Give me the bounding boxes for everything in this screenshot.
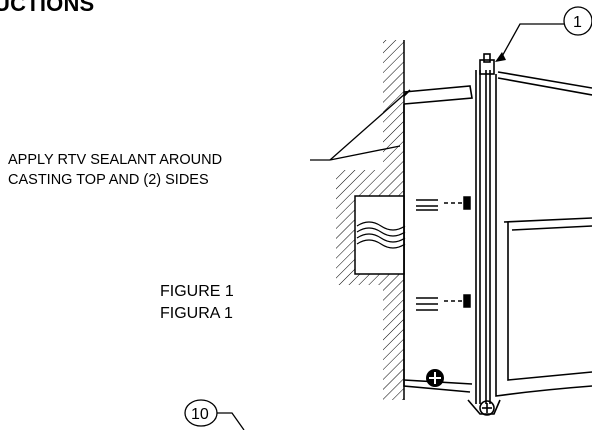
- figure-caption-english: FIGURE 1: [160, 283, 234, 300]
- enclosure-housing: [403, 53, 592, 416]
- part-10-badge: 10: [184, 399, 245, 430]
- sealant-callout-line-2: CASTING TOP AND (2) SIDES: [8, 172, 209, 188]
- wall-recess: [336, 170, 406, 285]
- ground-screw-icon: [426, 369, 444, 387]
- sealant-callout-line-1: APPLY RTV SEALANT AROUND: [8, 152, 223, 168]
- part-1-badge: 1: [495, 6, 592, 62]
- sealant-leader-lines: [310, 91, 408, 161]
- figure-caption-spanish: FIGURA 1: [160, 305, 233, 322]
- part-10-label: 10: [191, 406, 209, 423]
- sealant-callout-text: APPLY RTV SEALANT AROUND CASTING TOP AND…: [8, 150, 222, 190]
- page-heading: UCTIONS: [0, 0, 95, 16]
- mounting-screws: [416, 196, 471, 311]
- figure-caption: FIGURE 1 FIGURA 1: [160, 281, 234, 325]
- part-1-label: 1: [573, 14, 582, 31]
